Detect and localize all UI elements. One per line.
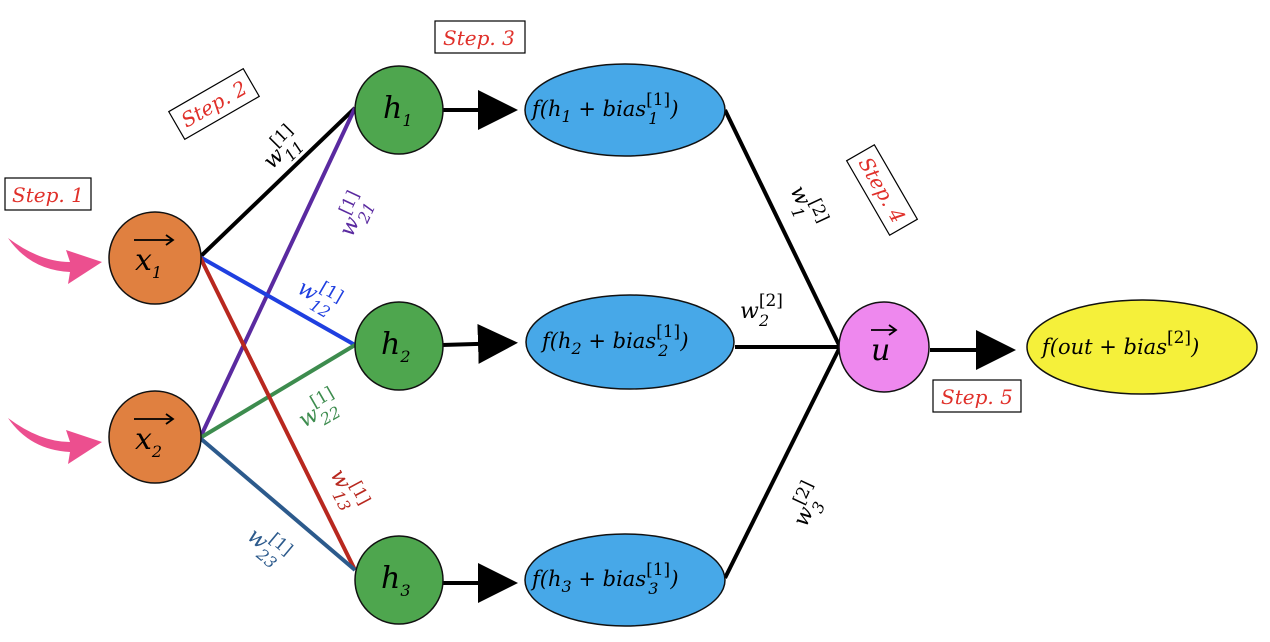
svg-text:w[1]13: w[1]13 (319, 461, 374, 517)
step-2-label: Step. 2 (167, 67, 261, 141)
edge-w22 (198, 343, 357, 440)
svg-text:f(out + bias[2]): f(out + bias[2]) (1040, 328, 1199, 359)
input-arrow-x2 (8, 418, 102, 464)
weight-label-w3-2: w[2]3 (782, 478, 835, 533)
svg-text:w[1]11: w[1]11 (253, 121, 311, 179)
svg-text:h1: h1 (383, 91, 413, 130)
svg-text:Step. 3: Step. 3 (443, 26, 515, 50)
input-node-x2: x2 (108, 390, 202, 484)
hidden-node-h3: h3 (354, 535, 444, 625)
step-4-label: Step. 4 (845, 143, 919, 237)
svg-text:w[2]1: w[2]1 (779, 179, 832, 234)
edge-w12 (199, 255, 356, 347)
svg-text:Step. 1: Step. 1 (12, 183, 84, 207)
edge-w11 (198, 106, 357, 259)
svg-text:w[1]21: w[1]21 (328, 188, 381, 243)
svg-text:w[1]23: w[1]23 (238, 517, 296, 574)
activation-ellipse-2: f(h2 + bias[1]2) (525, 294, 735, 390)
step-3-label: Step. 3 (434, 20, 526, 54)
svg-text:w[1]12: w[1]12 (290, 269, 347, 324)
svg-text:f(h2 + bias[1]2): f(h2 + bias[1]2) (540, 322, 689, 360)
weight-label-w21: w[1]21 (328, 188, 381, 243)
activation-ellipse-1: f(h1 + bias[1]1) (524, 63, 726, 157)
svg-text:h3: h3 (381, 561, 411, 600)
svg-text:x2: x2 (135, 422, 162, 461)
svg-text:w[2]2: w[2]2 (740, 291, 783, 330)
input-arrow-x1 (8, 238, 102, 284)
step-1-label: Step. 1 (4, 177, 92, 211)
hidden-node-h2: h2 (354, 301, 444, 391)
svg-text:x1: x1 (135, 243, 162, 282)
input-node-x1: x1 (108, 211, 202, 305)
weight-label-w1-2: w[2]1 (779, 179, 833, 234)
step-5-label: Step. 5 (932, 379, 1022, 413)
weight-label-w2-2: w[2]2 (740, 291, 783, 330)
edge-w23 (198, 436, 357, 572)
weight-label-w12: w[1]12 (290, 269, 347, 324)
arrow-h2-a2 (441, 323, 518, 364)
svg-text:h2: h2 (381, 327, 411, 366)
output-node-u: u (838, 301, 930, 393)
weight-label-w23: w[1]23 (238, 517, 296, 574)
weight-label-w13: w[1]13 (319, 461, 374, 517)
edge-w3-2 (723, 346, 842, 579)
svg-text:w[1]22: w[1]22 (291, 383, 348, 438)
svg-text:Step. 5: Step. 5 (941, 385, 1013, 409)
activation-ellipse-3: f(h3 + bias[1]3) (524, 533, 726, 627)
svg-text:w[2]3: w[2]3 (782, 478, 835, 533)
hidden-node-h1: h1 (354, 65, 444, 155)
edge-w13 (198, 256, 357, 571)
svg-text:u: u (871, 333, 890, 368)
svg-text:f(h3 + bias[1]3): f(h3 + bias[1]3) (530, 560, 679, 598)
svg-text:f(h1 + bias[1]1): f(h1 + bias[1]1) (530, 90, 679, 128)
edge-w21 (198, 107, 357, 439)
edge-w1-2 (723, 109, 842, 348)
final-activation-ellipse: f(out + bias[2]) (1026, 299, 1258, 395)
weight-label-w22: w[1]22 (291, 383, 348, 438)
weight-label-w11: w[1]11 (253, 121, 311, 179)
